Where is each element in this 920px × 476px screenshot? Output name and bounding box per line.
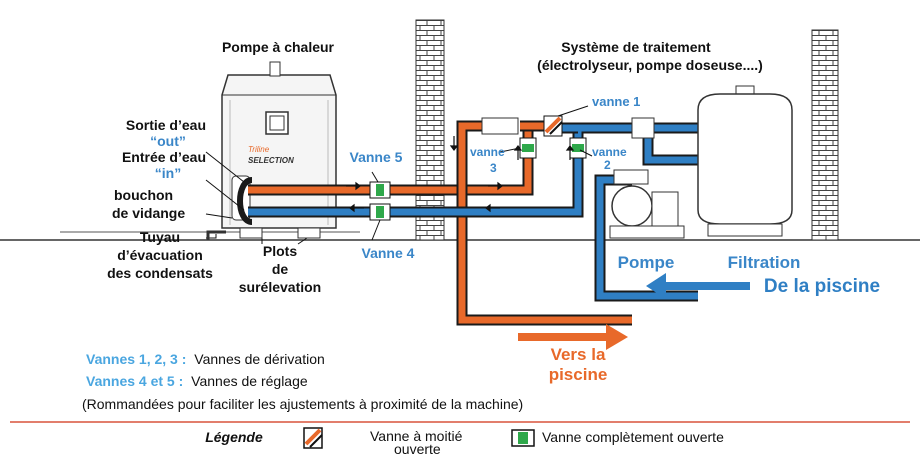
brick-wall-left [415, 19, 445, 241]
filtration-label: Filtration [728, 253, 801, 272]
valve-1-half-open [543, 115, 563, 137]
condensate-label-2: d’évacuation [117, 247, 203, 263]
note-line-2-key: Vannes 4 et 5 : [86, 373, 183, 389]
condensate-label-1: Tuyau [140, 229, 180, 245]
water-out-label: Sortie d’eau [126, 117, 206, 133]
tee-fitting [631, 117, 655, 139]
condensate-pipe [206, 230, 226, 240]
condensate-label-3: des condensats [107, 265, 213, 281]
brand-small-label: Triline [248, 145, 270, 154]
legend-fully-open-icon [511, 429, 535, 447]
note-line-2-text: Vannes de réglage [191, 373, 308, 389]
filter-tank [697, 85, 793, 237]
valve-2-label: vanne [592, 145, 627, 159]
pump-label: Pompe [618, 253, 675, 272]
valve-3-label: vanne [470, 145, 505, 159]
valve-2-number: 2 [604, 158, 611, 172]
treatment-label-line2: (électrolyseur, pompe doseuse....) [537, 57, 763, 73]
valve-3-number: 3 [490, 161, 497, 175]
note-line-1: Vannes 1, 2, 3 : Vannes de dérivation [86, 351, 325, 367]
legend-fully-open-label: Vanne complètement ouverte [542, 429, 724, 445]
treatment-label-line1: Système de traitement [561, 39, 711, 55]
note-line-2: Vannes 4 et 5 : Vannes de réglage [86, 373, 308, 389]
valve-5-fully-open [369, 181, 391, 199]
elevation-foot-right [297, 227, 321, 239]
valve-5-label: Vanne 5 [350, 149, 403, 165]
to-pool-arrow [518, 324, 628, 350]
legend-half-open-icon [303, 427, 323, 449]
valve-3-fully-open [519, 137, 537, 159]
brand-name-label: SELECTION [248, 156, 294, 165]
treatment-box [481, 117, 519, 135]
heat-pump-label: Pompe à chaleur [222, 39, 335, 55]
drain-plug-label: bouchon [114, 187, 173, 203]
feet-label-1: Plots [263, 243, 297, 259]
feet-label-3: surélevation [239, 279, 321, 295]
to-pool-label-2: piscine [549, 365, 608, 384]
leader-lines [205, 105, 593, 245]
drain-plug-label-2: de vidange [112, 205, 185, 221]
valve-4-fully-open [369, 203, 391, 221]
note-line-1-key: Vannes 1, 2, 3 : [86, 351, 186, 367]
from-pool-label: De la piscine [764, 276, 880, 297]
legend-title: Légende [205, 429, 263, 445]
feet-label-2: de [272, 261, 289, 277]
from-pool-arrow [646, 273, 750, 299]
note-line-3: (Rommandées pour faciliter les ajustemen… [82, 396, 523, 412]
valve-4-label: Vanne 4 [362, 245, 415, 261]
flow-arrows [346, 136, 575, 213]
elevation-foot-left [239, 227, 263, 239]
legend-half-open-label-2: ouverte [394, 441, 441, 457]
water-in-tag: “in” [155, 165, 181, 181]
brick-wall-right [811, 29, 839, 241]
valve-1-label: vanne 1 [592, 94, 640, 109]
to-pool-label-1: Vers la [551, 345, 606, 364]
legend-half-open-label-1: Vanne à moitié [370, 428, 463, 444]
water-in-label: Entrée d’eau [122, 149, 206, 165]
water-out-tag: “out” [150, 133, 186, 149]
pool-pump [609, 169, 685, 239]
note-line-1-text: Vannes de dérivation [194, 351, 325, 367]
valve-2-fully-open [569, 137, 587, 159]
